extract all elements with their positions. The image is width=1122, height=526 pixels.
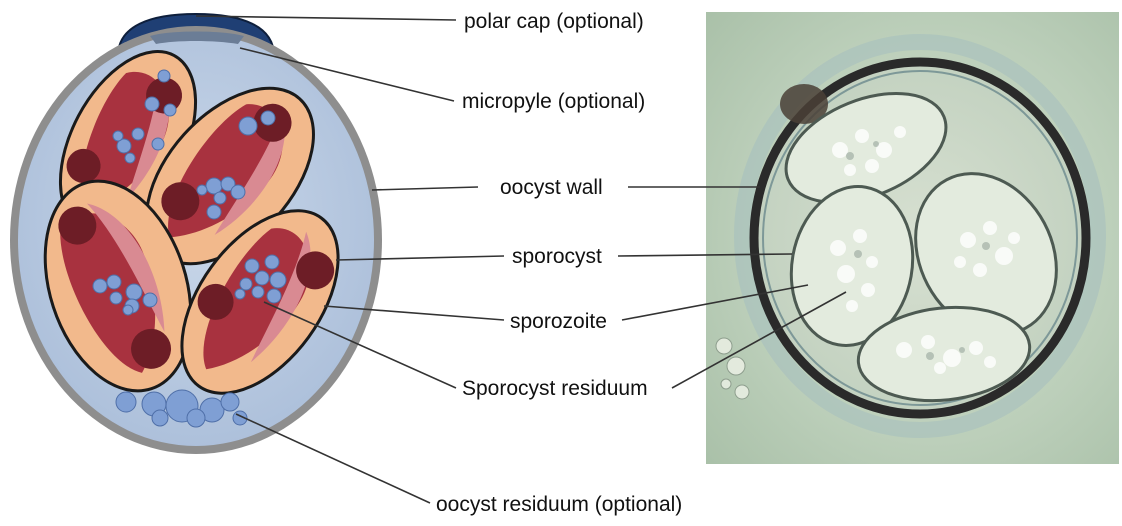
label-sporozoite: sporozoite — [510, 310, 607, 333]
oocyst-micrograph — [706, 12, 1119, 464]
label-oocyst-residuum: oocyst residuum (optional) — [436, 493, 682, 516]
label-polar-cap: polar cap (optional) — [464, 10, 644, 33]
labels: polar cap (optional) micropyle (optional… — [436, 10, 682, 516]
label-sporocyst-residuum: Sporocyst residuum — [462, 377, 648, 400]
label-sporocyst: sporocyst — [512, 245, 602, 268]
label-micropyle: micropyle (optional) — [462, 90, 645, 113]
leader-oocyst-residuum — [236, 414, 430, 503]
label-oocyst-wall: oocyst wall — [500, 176, 603, 199]
oocyst-schematic — [10, 14, 382, 454]
leader-oocyst-wall-left — [372, 187, 478, 190]
